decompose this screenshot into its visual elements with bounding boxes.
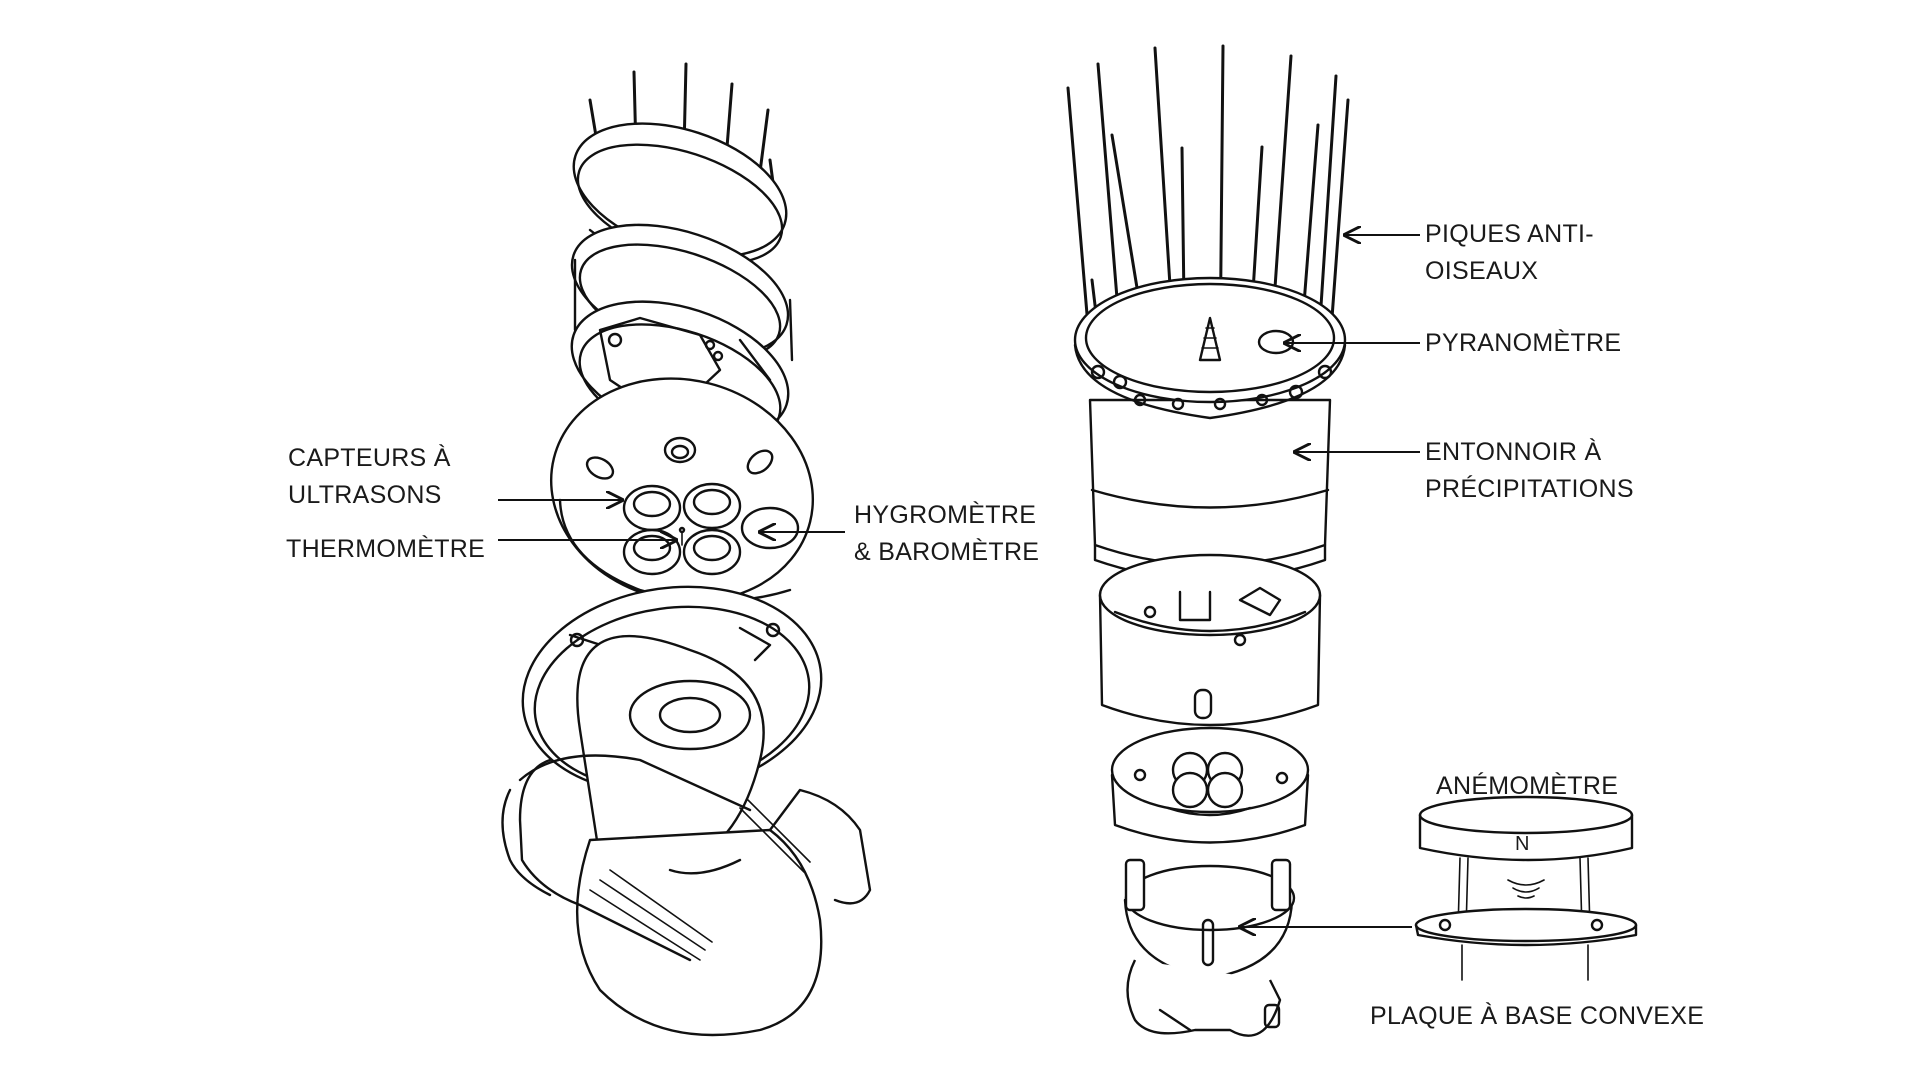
label-ultrasonic-line2: ULTRASONS (288, 481, 442, 509)
left-mounting-bracket (521, 585, 823, 862)
label-anemometer-text: ANÉMOMÈTRE (1436, 772, 1619, 800)
left-exploded-assembly (501, 62, 872, 1037)
left-pole-clamp (501, 754, 872, 1037)
label-plate-text: PLAQUE À BASE CONVEXE (1370, 1002, 1705, 1030)
right-funnel (1073, 276, 1347, 582)
anemometer-inset (1414, 795, 1638, 981)
label-thermometer-text: THERMOMÈTRE (286, 535, 486, 563)
ultrasonic-transducers (622, 482, 742, 576)
label-anemometer: ANÉMOMÈTRE (1436, 768, 1618, 805)
label-convex-base-plate: PLAQUE À BASE CONVEXE (1370, 998, 1704, 1035)
leader-arrows (498, 235, 1420, 927)
label-ultrasonic-line1: CAPTEURS À (288, 444, 451, 472)
right-mounting-base (1123, 858, 1296, 1037)
label-funnel-line1: ENTONNOIR À (1425, 438, 1602, 466)
label-pyranometer-text: PYRANOMÈTRE (1425, 329, 1622, 357)
label-hygro-line1: HYGROMÈTRE (854, 501, 1037, 529)
label-thermometer: THERMOMÈTRE (286, 531, 485, 568)
thermometer-probe (678, 526, 686, 546)
label-bird-spikes: PIQUES ANTI- OISEAUX (1425, 216, 1594, 290)
label-ultrasonic-sensors: CAPTEURS À ULTRASONS (288, 440, 451, 514)
right-sensor-head (1110, 726, 1310, 844)
label-funnel-line2: PRÉCIPITATIONS (1425, 475, 1634, 503)
label-precipitation-funnel: ENTONNOIR À PRÉCIPITATIONS (1425, 434, 1634, 508)
hygrometer-port (740, 506, 800, 550)
label-spikes-line2: OISEAUX (1425, 257, 1539, 285)
right-exploded-assembly (1066, 44, 1350, 1037)
north-letter: N (1515, 833, 1530, 855)
right-electronics-housing (1098, 553, 1322, 727)
label-hygrometer-barometer: HYGROMÈTRE & BAROMÈTRE (854, 497, 1039, 571)
label-spikes-line1: PIQUES ANTI- (1425, 220, 1594, 248)
anemometer-north-marker: N (1515, 832, 1530, 856)
label-pyranometer: PYRANOMÈTRE (1425, 325, 1621, 362)
label-hygro-line2: & BAROMÈTRE (854, 538, 1040, 566)
left-sensor-head (549, 377, 815, 603)
